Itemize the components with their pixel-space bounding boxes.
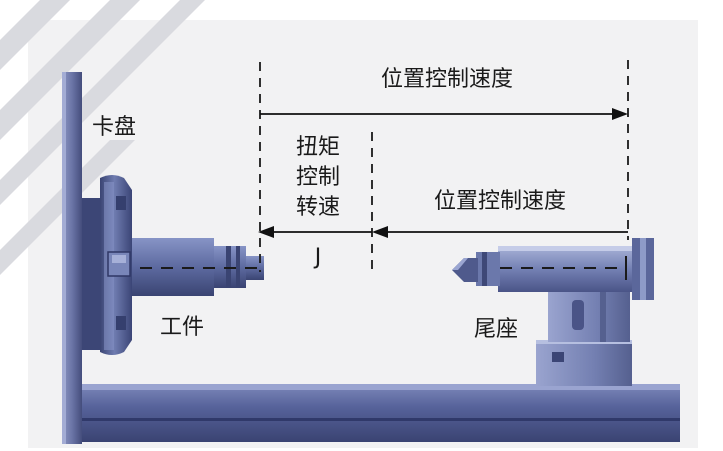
chuck-label: 卡盘 — [92, 115, 137, 140]
workpiece-label: 工件 — [160, 315, 205, 340]
torque-range-arrow — [258, 226, 372, 238]
torque-label-line1: 扭矩 — [295, 135, 341, 160]
top-range-arrow — [260, 108, 628, 120]
chuck — [82, 175, 132, 355]
arrowhead-left-icon — [372, 226, 388, 238]
j-marker-label: J — [314, 245, 322, 270]
arrowhead-right-icon — [612, 108, 628, 120]
lathe-bed — [80, 384, 680, 442]
headstock-wall — [62, 72, 82, 444]
torque-label-line3: 转速 — [295, 195, 341, 220]
position-speed-label-right: 位置控制速度 — [433, 189, 567, 214]
tailstock — [452, 238, 654, 386]
position-speed-label-top: 位置控制速度 — [380, 67, 514, 92]
arrowhead-left-icon — [258, 226, 274, 238]
right-range-arrow — [372, 226, 628, 238]
tailstock-label: 尾座 — [474, 317, 519, 342]
torque-label-line2: 控制 — [295, 165, 341, 190]
